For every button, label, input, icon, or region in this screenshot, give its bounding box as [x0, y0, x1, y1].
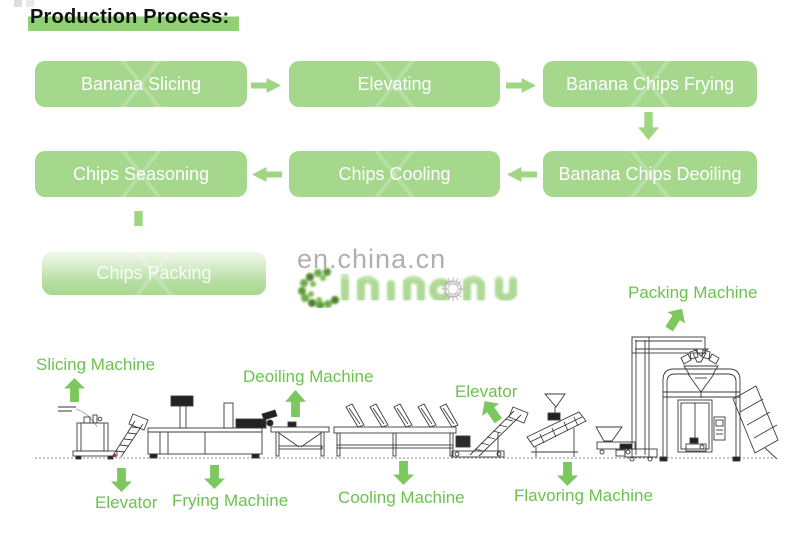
flow-step-label: Elevating	[357, 73, 432, 94]
leaf-wreath-icon	[298, 268, 339, 308]
flow-step-label: Chips Cooling	[338, 163, 451, 184]
flow-step-banana-chips-deoiling: Banana Chips Deoiling	[543, 151, 757, 197]
flow-step-label: Chips Seasoning	[72, 163, 210, 184]
flow-step-elevating: Elevating	[289, 61, 500, 107]
slicing-machine-drawing	[58, 406, 118, 460]
flow-step-banana-slicing: Banana Slicing	[35, 61, 247, 107]
logo-fade	[335, 264, 525, 282]
elevator1-drawing	[111, 413, 149, 458]
frying-machine-drawing	[147, 395, 278, 459]
label-flavoring-machine: Flavoring Machine	[514, 486, 653, 505]
flow-step-label: Banana Slicing	[80, 73, 202, 94]
flow-step-chips-seasoning: Chips Seasoning	[35, 151, 247, 197]
scan-artifact	[14, 0, 40, 7]
page-title: Production Process:	[28, 6, 240, 31]
flow-step-chips-cooling: Chips Cooling	[289, 151, 500, 197]
flow-step-banana-chips-frying: Banana Chips Frying	[543, 61, 757, 107]
label-elevator-2: Elevator	[455, 382, 518, 401]
elevator2-drawing	[451, 406, 529, 458]
label-elevator-1: Elevator	[95, 493, 158, 512]
cooling-machine-drawing	[333, 403, 471, 457]
watermark-text: en.china.cn	[297, 244, 447, 274]
page-title-text: Production Process:	[28, 6, 240, 31]
label-cooling-machine: Cooling Machine	[338, 488, 465, 507]
packing-machine-drawing	[659, 368, 741, 462]
label-frying-machine: Frying Machine	[172, 491, 289, 510]
z-elevator-drawing	[615, 336, 707, 462]
starburst-icon	[441, 277, 465, 301]
flow-step-label: Banana Chips Deoiling	[558, 163, 742, 184]
flow-step-label: Banana Chips Frying	[565, 73, 735, 94]
multihead-weigher-drawing	[680, 348, 720, 398]
watermark-logo	[298, 264, 525, 308]
flavoring-machine-drawing	[526, 393, 587, 457]
outfeed-chute-drawing	[595, 426, 636, 455]
label-deoiling-machine: Deoiling Machine	[243, 367, 374, 386]
label-packing-machine: Packing Machine	[628, 283, 758, 302]
label-slicing-machine: Slicing Machine	[36, 355, 156, 374]
deoiling-table-drawing	[270, 421, 330, 457]
discharge-conveyor-drawing	[732, 385, 779, 460]
